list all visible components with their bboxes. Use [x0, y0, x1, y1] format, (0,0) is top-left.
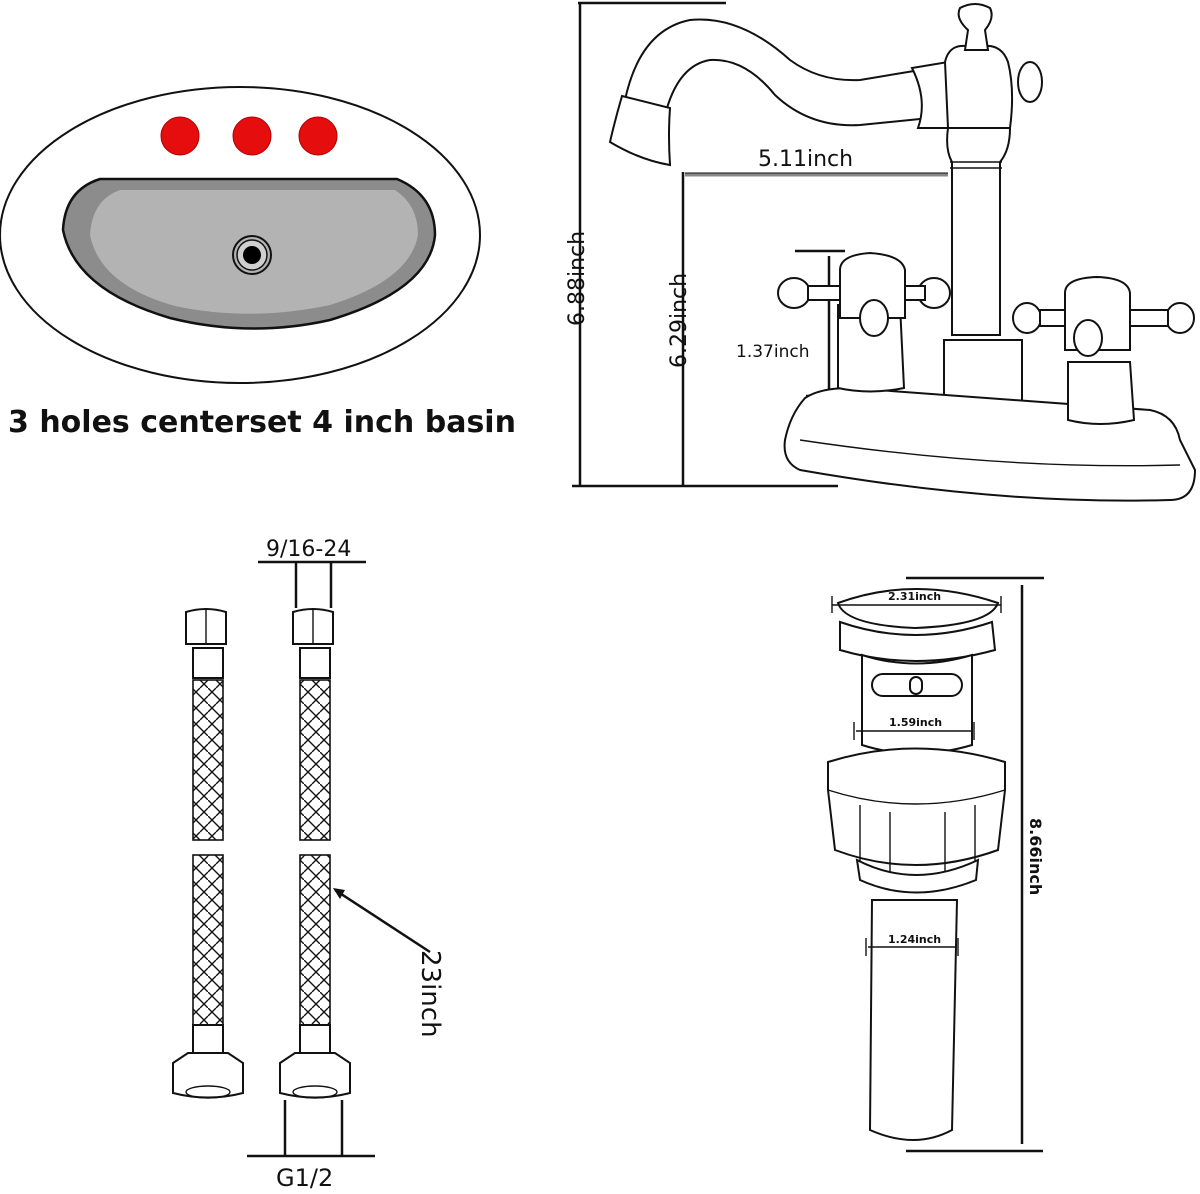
hoses-illustration: 9/16-24 23inch: [172, 537, 445, 1192]
body-diameter-label: 1.59inch: [889, 716, 942, 729]
faucet-spout: [624, 18, 931, 127]
drain-flange: [839, 620, 997, 662]
faucet-hole-3: [298, 116, 338, 156]
faucet-hole-2: [232, 116, 272, 156]
faucet-column: [946, 127, 1012, 336]
basin-illustration: 3 holes centerset 4 inch basin: [0, 86, 516, 440]
drain-hole: [243, 246, 261, 264]
drain-nut: [827, 747, 1006, 866]
right-handle: [1012, 275, 1195, 425]
drain-cap: [836, 588, 1000, 630]
faucet-top-cap: [943, 44, 1014, 129]
cap-diameter-label: 2.31inch: [888, 590, 941, 603]
drain-height-label: 8.66inch: [1026, 818, 1045, 895]
faucet-side-knob: [1017, 61, 1043, 103]
basin-caption: 3 holes centerset 4 inch basin: [8, 405, 516, 440]
drain-illustration: 8.66inch 2.31inch 1.59inch 1.24inch: [827, 576, 1045, 1153]
faucet-illustration: 6.88inch 6.29inch 5.11inch 1.37inch: [565, 1, 1197, 502]
spout-reach-label: 5.11inch: [758, 147, 853, 172]
faucet-aerator: [608, 94, 672, 167]
length-arrow: [334, 888, 431, 954]
faucet-hole-1: [160, 116, 200, 156]
tail-diameter-label: 1.24inch: [888, 933, 941, 946]
overall-height-label: 6.88inch: [565, 231, 590, 326]
drain-body: [861, 653, 973, 755]
handle-height-label: 1.37inch: [736, 342, 809, 362]
faucet-finial: [957, 3, 993, 51]
spout-collar: [910, 60, 954, 129]
hose-length-label: 23inch: [415, 950, 445, 1038]
hose-left: [172, 608, 244, 1099]
left-handle: [777, 251, 951, 393]
spout-height-label: 6.29inch: [667, 273, 692, 368]
hose-right: [279, 608, 351, 1099]
bottom-thread-label: G1/2: [276, 1164, 333, 1192]
top-thread-label: 9/16-24: [266, 537, 351, 562]
drain-tailpiece: [868, 899, 959, 1141]
